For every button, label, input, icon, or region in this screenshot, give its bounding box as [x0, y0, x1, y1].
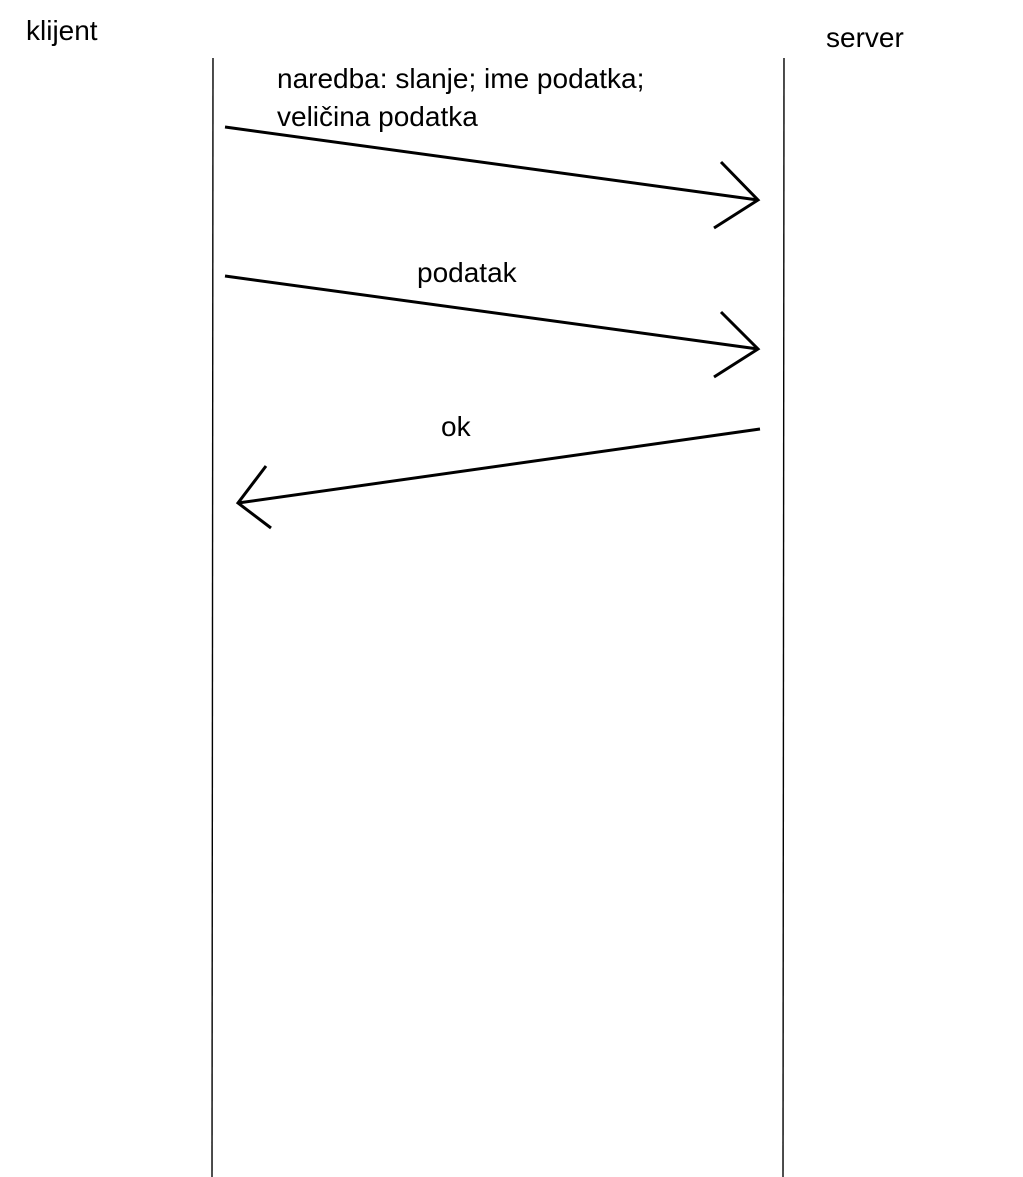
- client-label: klijent: [26, 15, 98, 46]
- client-lifeline: [211, 57, 214, 1177]
- message-1-label-line-1: naredba: slanje; ime podatka;: [277, 63, 645, 94]
- message-arrow-2: [224, 274, 761, 379]
- server-lifeline: [782, 57, 785, 1177]
- message-arrow-1: [224, 125, 761, 230]
- message-1-label-line-2: veličina podatka: [277, 101, 478, 132]
- server-label: server: [826, 22, 904, 53]
- message-2-label: podatak: [417, 257, 517, 288]
- message-3-label: ok: [441, 411, 471, 442]
- message-arrow-3: [235, 427, 761, 530]
